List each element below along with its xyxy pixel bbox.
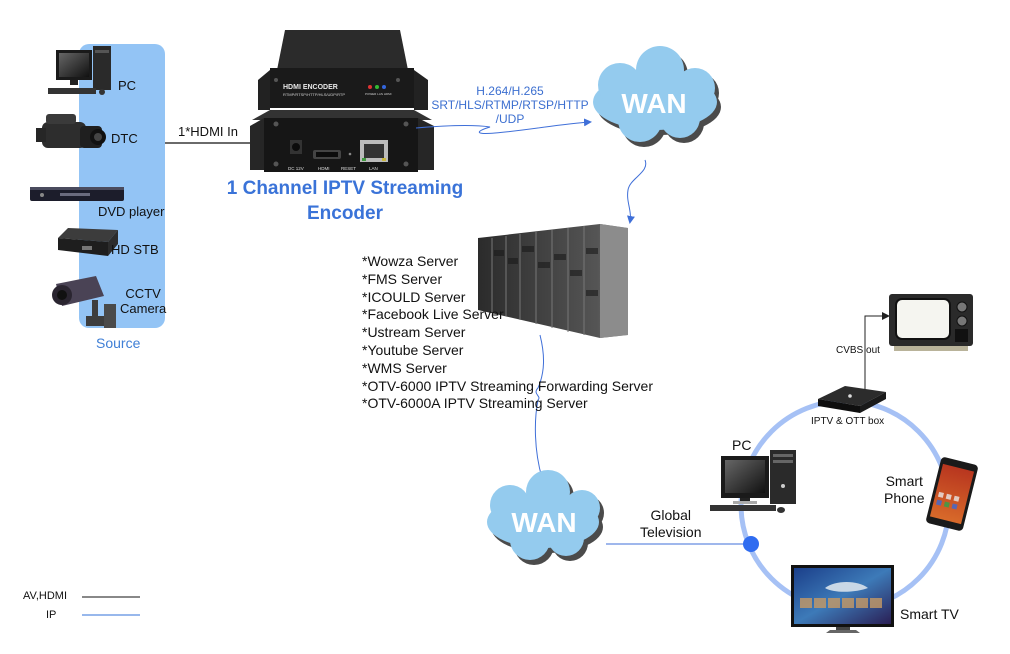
encoder-led-labels: POWER LAN HDMI	[365, 92, 392, 96]
smart-tv-icon	[791, 565, 894, 633]
wan-bottom-label: WAN	[511, 507, 576, 538]
source-label-hd-stb: HD STB	[111, 242, 159, 257]
client-pc-label: PC	[732, 437, 752, 453]
global-tv-line2: Television	[640, 524, 702, 540]
ip-link-wan-to-server	[627, 159, 647, 224]
port-label-dc: DC 12V	[288, 166, 304, 171]
crt-tv-icon	[889, 294, 973, 351]
global-tv-label: Global Television	[640, 507, 701, 541]
server-item: *Facebook Live Server	[362, 306, 504, 323]
server-list: *Wowza Server *FMS Server *ICOULD Server…	[362, 253, 653, 413]
cvbs-out-label: CVBS out	[836, 345, 880, 356]
server-item: *Ustream Server	[362, 324, 466, 341]
ring-entry-node	[743, 536, 759, 552]
cvbs-link	[864, 312, 890, 392]
server-item: *FMS Server	[362, 270, 443, 287]
smartphone-line2: Phone	[884, 490, 925, 506]
client-pc-icon	[710, 450, 796, 513]
ip-link-encoder-to-wan	[415, 118, 592, 134]
encoder-top-label: HDMI ENCODER	[283, 84, 338, 91]
server-item: *ICOULD Server	[362, 288, 466, 305]
smartphone-line1: Smart	[885, 473, 923, 489]
protocol-list: SRT/HLS/RTMP/RTSP/HTTP	[431, 98, 589, 112]
smartphone-icon	[926, 457, 978, 531]
encoder-title-line2: Encoder	[306, 203, 384, 224]
encoder-title-line1: 1 Channel IPTV Streaming	[226, 178, 464, 199]
source-label-pc: PC	[118, 78, 137, 93]
server-item: *OTV-6000A IPTV Streaming Server	[362, 395, 588, 412]
wan-cloud-bottom	[487, 470, 604, 565]
ip-link-server-to-wan	[534, 334, 545, 480]
server-item: *Wowza Server	[362, 253, 459, 269]
protocol-label: H.264/H.265 SRT/HLS/RTMP/RTSP/HTTP /UDP	[420, 84, 600, 126]
wan-top-label: WAN	[621, 88, 686, 119]
protocol-codec: H.264/H.265	[476, 84, 544, 98]
cctv-line1: CCTV	[125, 286, 161, 301]
video-camera-icon	[36, 114, 106, 148]
legend-label-ip: IP	[46, 609, 57, 621]
protocol-udp: /UDP	[495, 112, 525, 126]
iptv-ott-box-label: IPTV & OTT box	[811, 416, 885, 427]
port-label-hdmi: HDMI	[318, 166, 330, 171]
cctv-line2: Camera	[120, 301, 167, 316]
dvd-player-icon	[30, 187, 124, 201]
desktop-pc-icon	[48, 46, 111, 95]
source-label-dvd: DVD player	[98, 204, 165, 219]
server-item: *WMS Server	[362, 359, 447, 376]
legend-label-av-hdmi: AV,HDMI	[23, 590, 68, 602]
set-top-box-icon	[58, 228, 118, 256]
port-label-lan: LAN	[369, 166, 378, 171]
server-item: *Youtube Server	[362, 341, 464, 358]
iptv-ott-box-icon	[818, 386, 886, 413]
hdmi-link-label: 1*HDMI In	[178, 124, 238, 139]
source-label-dtc: DTC	[111, 131, 138, 146]
server-item: *OTV-6000 IPTV Streaming Forwarding Serv…	[362, 377, 654, 394]
port-label-reset: RESET	[341, 166, 356, 171]
encoder-top-sublabel: RTMP/RTSP/HTTP/HLS/UDP/RTP	[283, 92, 345, 97]
source-title: Source	[96, 335, 141, 351]
smart-tv-label: Smart TV	[900, 606, 959, 622]
server-rack-icon	[478, 224, 628, 338]
wan-cloud-top	[593, 46, 721, 147]
smartphone-label: Smart Phone	[884, 473, 924, 507]
source-label-cctv: CCTV Camera	[120, 286, 166, 316]
iptv-encoder-device	[250, 30, 434, 172]
encoder-title: 1 Channel IPTV Streaming Encoder	[180, 176, 510, 226]
global-tv-line1: Global	[650, 507, 691, 523]
cctv-camera-icon	[52, 276, 116, 328]
